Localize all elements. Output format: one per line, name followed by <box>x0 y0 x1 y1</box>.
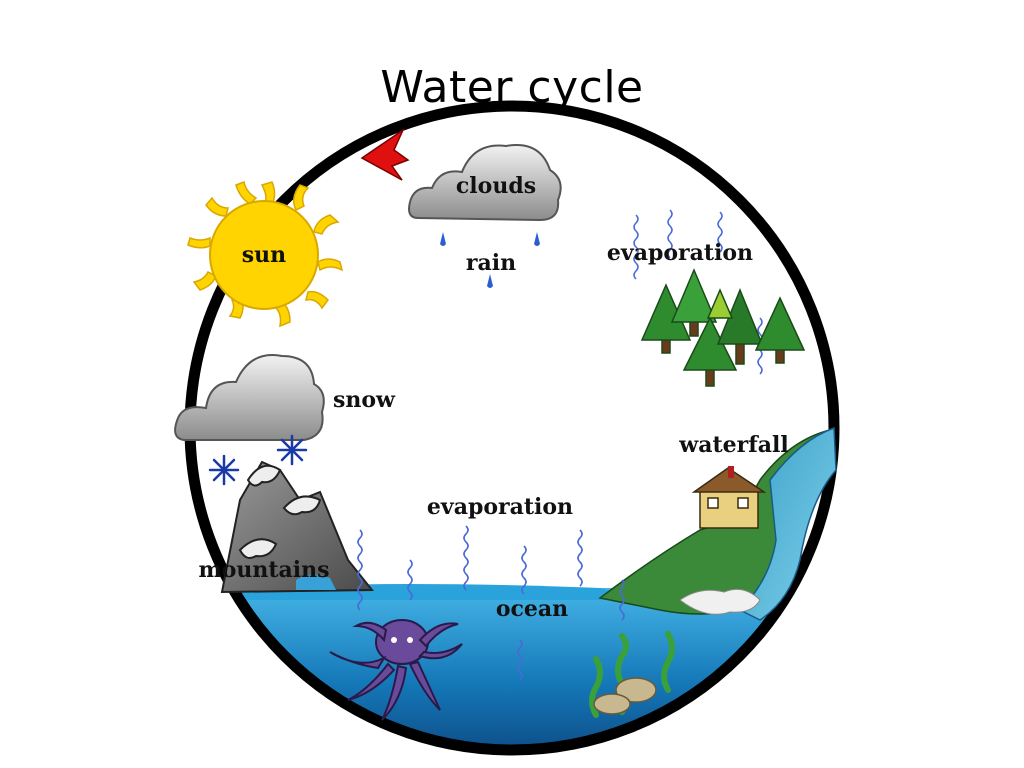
label-snow: snow <box>333 387 396 413</box>
snowflake-icons <box>208 434 308 486</box>
snow-cloud-icon <box>174 354 325 441</box>
raindrop-icons <box>440 232 540 288</box>
octopus-icon <box>329 619 463 721</box>
label-clouds: clouds <box>456 173 536 199</box>
label-sun: sun <box>242 242 286 268</box>
label-rain: rain <box>466 250 516 276</box>
label-evaporation-trees: evaporation <box>607 240 753 266</box>
label-mountains: mountains <box>198 557 329 583</box>
house-icon <box>691 466 767 529</box>
mountains-icon <box>220 460 375 594</box>
evaporation-squiggles-ocean <box>357 525 625 681</box>
trees-icon <box>640 268 806 387</box>
waterfall-icon <box>598 426 837 621</box>
direction-arrow-icon <box>360 127 410 181</box>
label-ocean: ocean <box>496 596 568 622</box>
sun-icon <box>187 180 344 328</box>
label-waterfall: waterfall <box>678 432 788 458</box>
rocks-icon <box>593 677 657 715</box>
label-evaporation-ocean: evaporation <box>427 494 573 520</box>
rain-cloud-icon <box>408 144 562 222</box>
